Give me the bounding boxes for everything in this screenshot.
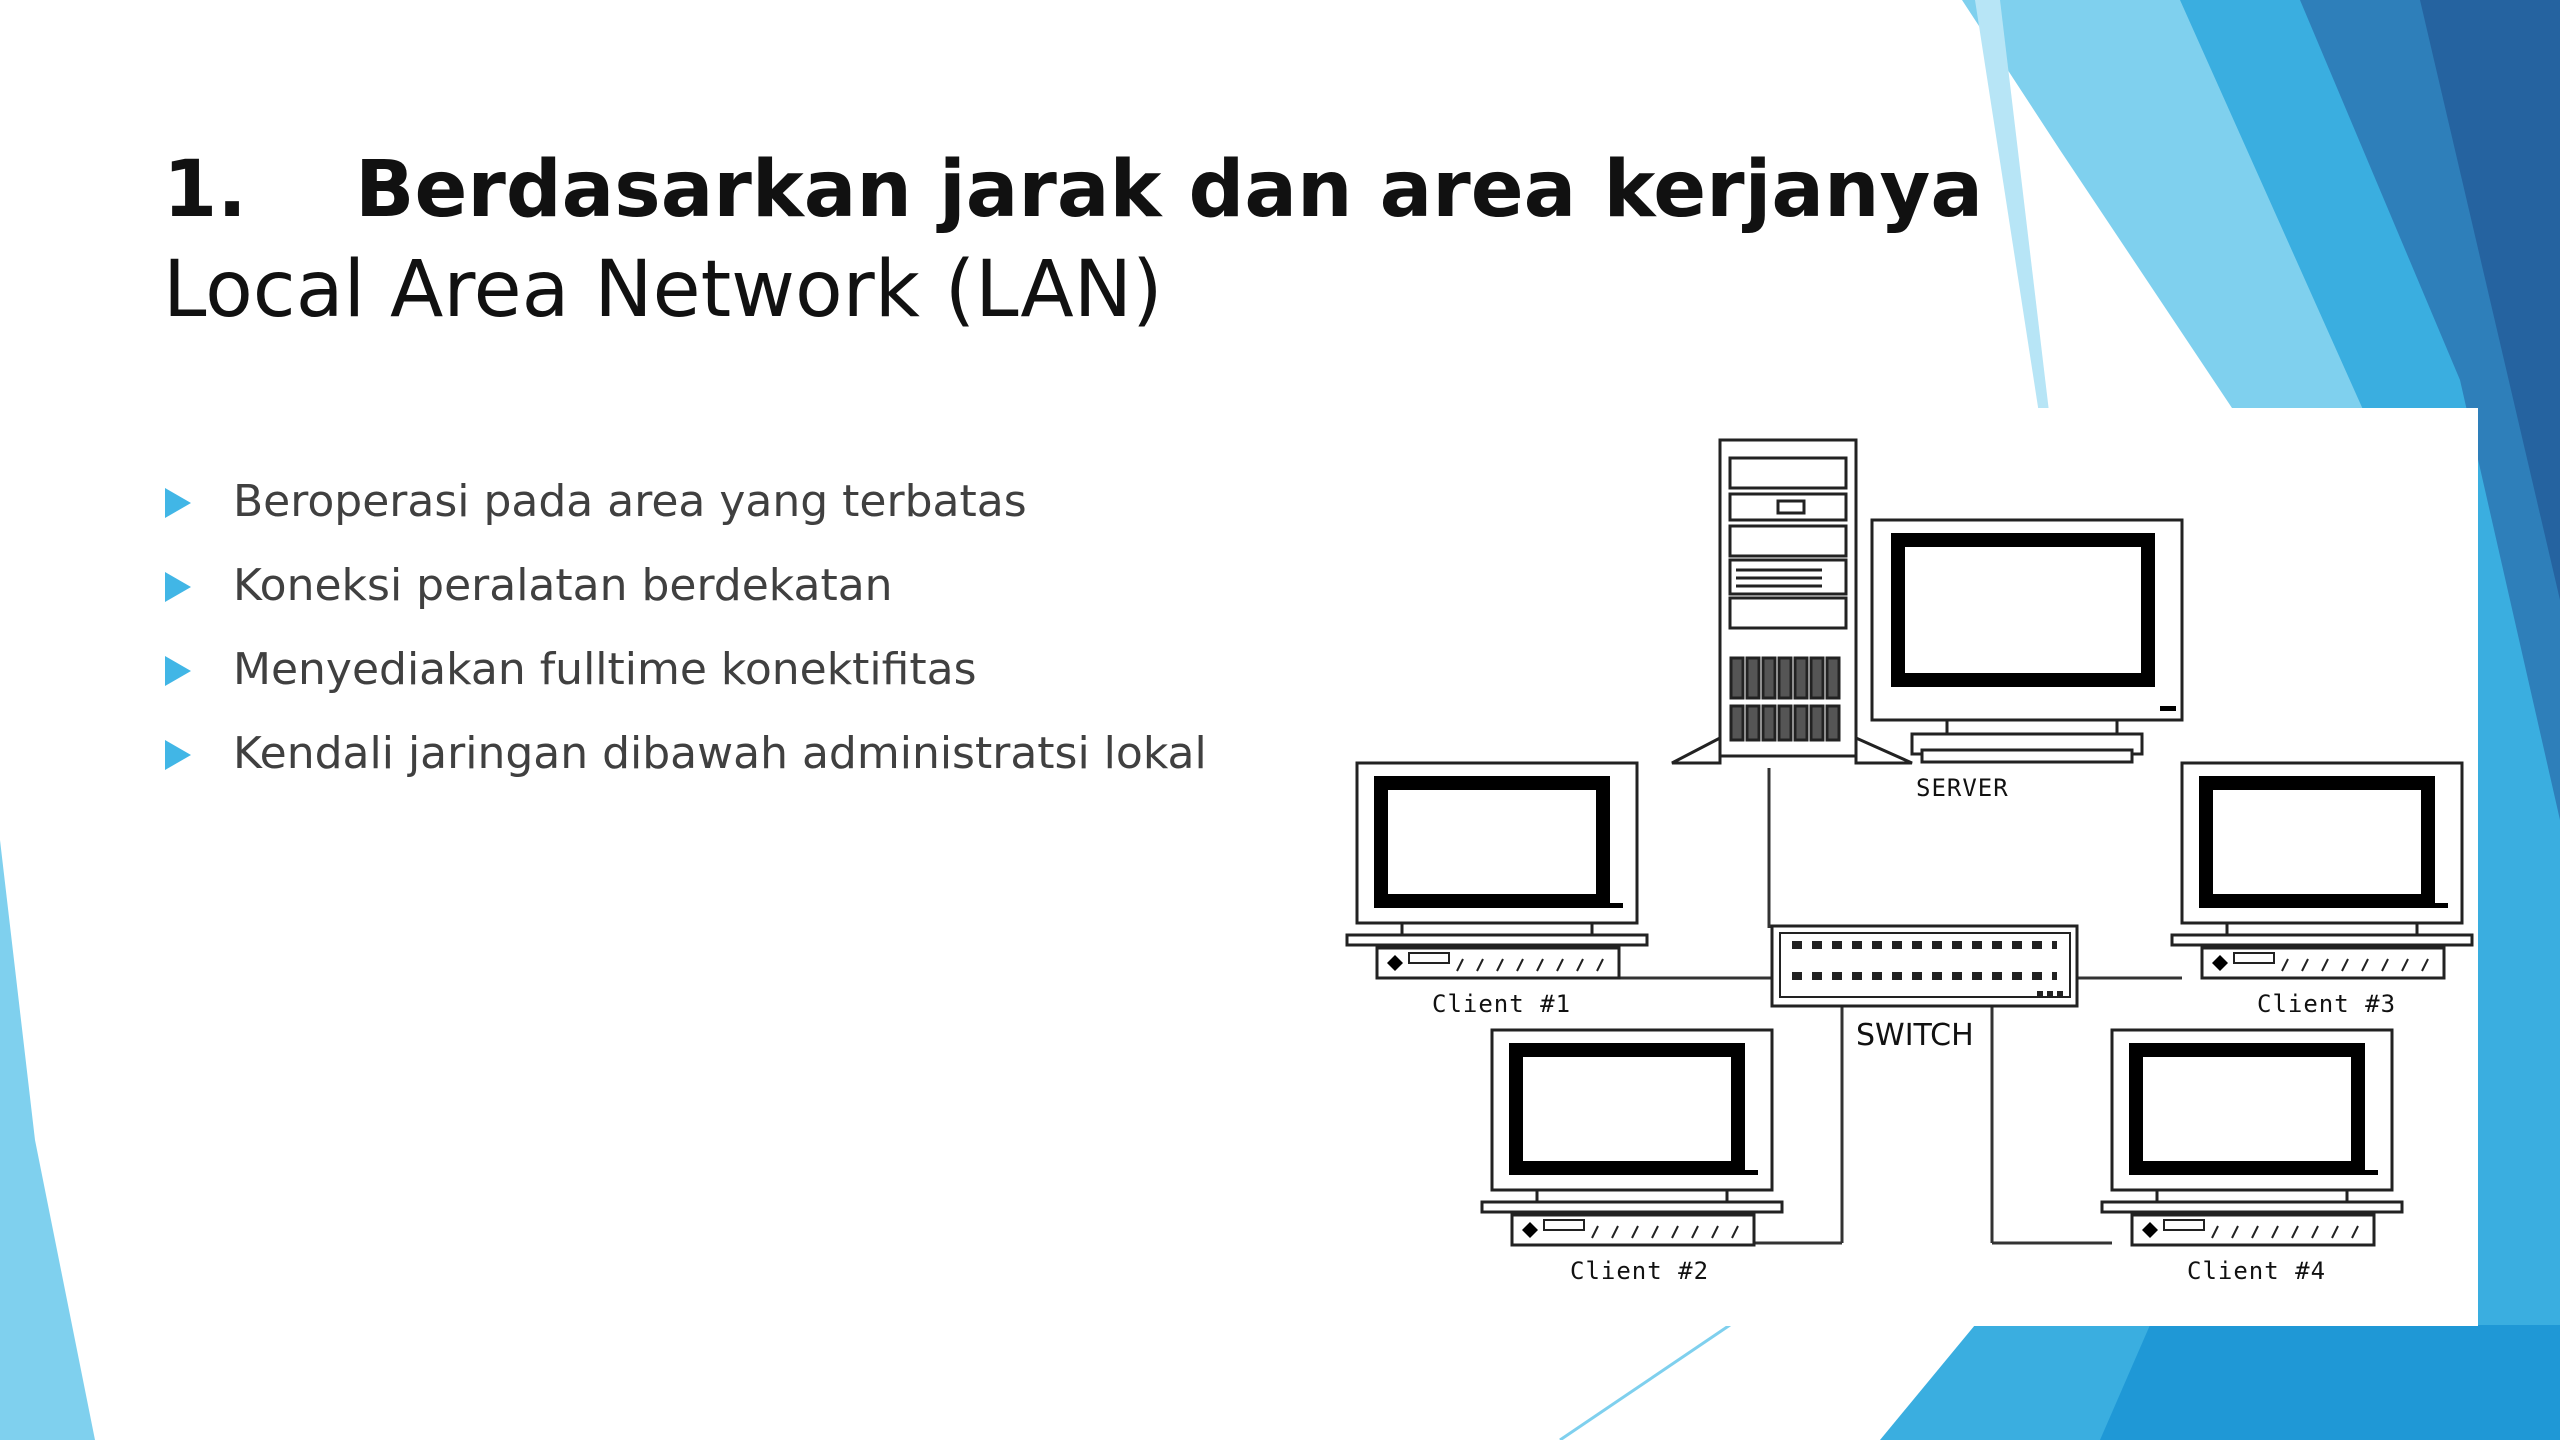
client-label: Client #3	[2257, 990, 2396, 1018]
network-cables	[1607, 768, 2182, 1245]
server-tower-icon	[1671, 438, 1913, 765]
bullet-text: Kendali jaringan dibawah administratsi l…	[233, 728, 1207, 779]
bullet-item: Koneksi peralatan berdekatan	[163, 544, 1207, 628]
bullet-arrow-icon	[165, 740, 191, 770]
bullet-text: Koneksi peralatan berdekatan	[233, 560, 893, 611]
title-main: Berdasarkan jarak dan area kerjanya	[355, 145, 1983, 235]
switch-label: SWITCH	[1856, 1018, 1974, 1053]
bullet-arrow-icon	[165, 572, 191, 602]
client-computer-icon	[2172, 763, 2472, 978]
title-number: 1.	[163, 145, 247, 235]
server-monitor-icon	[1870, 518, 2184, 764]
bullet-item: Beroperasi pada area yang terbatas	[163, 460, 1207, 544]
bullet-item: Menyediakan fulltime konektifitas	[163, 628, 1207, 712]
client-label: Client #1	[1432, 990, 1571, 1018]
bullet-arrow-icon	[165, 488, 191, 518]
client-label: Client #4	[2187, 1257, 2326, 1285]
bullet-text: Menyediakan fulltime konektifitas	[233, 644, 977, 695]
slide-subtitle: Local Area Network (LAN)	[163, 245, 1163, 335]
client-computer-icon	[1482, 1030, 1782, 1245]
bullet-text: Beroperasi pada area yang terbatas	[233, 476, 1027, 527]
lan-diagram: SERVER SWITCH Client #1 Client #2 Client…	[1332, 408, 2478, 1326]
bullet-item: Kendali jaringan dibawah administratsi l…	[163, 712, 1207, 796]
bullet-arrow-icon	[165, 656, 191, 686]
switch-icon	[1770, 924, 2079, 1008]
client-label: Client #2	[1570, 1257, 1709, 1285]
bullet-list: Beroperasi pada area yang terbatas Konek…	[163, 460, 1207, 796]
slide-title: 1. Berdasarkan jarak dan area kerjanya Lo…	[163, 140, 1983, 340]
client-computer-icon	[1347, 763, 1647, 978]
server-label: SERVER	[1916, 774, 2009, 802]
client-computer-icon	[2102, 1030, 2402, 1245]
